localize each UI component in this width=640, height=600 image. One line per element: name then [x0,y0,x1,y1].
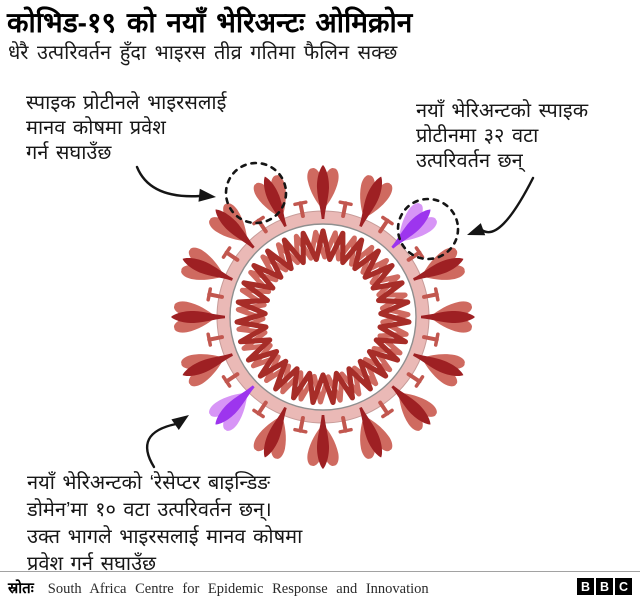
bbc-logo-letter: B [596,578,613,595]
annotation-line: उत्परिवर्तन छन् [416,150,523,172]
spike-protein [359,175,393,227]
bbc-logo: B B C [577,578,632,595]
spike-protein [421,301,475,333]
membrane-pin [338,416,353,434]
annotation-line: प्रोटीनमा ३२ वटा [416,125,539,147]
annotation-line: गर्न सघाउँछ [26,142,112,164]
membrane-pin [378,400,394,419]
membrane-pin [406,246,425,262]
footer-divider [0,571,640,572]
spike-protein [391,385,437,431]
source-text: South Africa Centre for Epidemic Respons… [47,581,429,597]
membrane-pin [378,215,394,234]
annotation-line: स्पाइक प्रोटीनले भाइरसलाई [26,92,227,114]
annotation-line: मानव कोषमा प्रवेश [26,117,166,139]
membrane-pin [338,200,353,218]
spike-protein [253,407,287,459]
mutated-spike-protein [209,385,255,431]
annotation-receptor-binding: नयाँ भेरिअन्टको ‘रेसेप्टर बाइन्डिङ डोमेन… [27,470,302,578]
membrane-pin [206,332,224,347]
spike-protein [209,203,255,249]
membrane-pin [252,400,268,419]
page-subtitle: धेरै उत्परिवर्तन हुँदा भाइरस तीव्र गतिमा… [8,42,398,64]
membrane-pin [422,287,440,302]
spike-protein [307,165,339,219]
annotation-line: प्रवेश गर्न सघाउँछ [27,553,157,575]
annotation-line: डोमेन’मा १० वटा उत्परिवर्तन छन्। [27,499,272,521]
spike-protein [181,247,233,281]
source-label: स्रोतः [8,581,34,597]
annotation-variant-spike: नयाँ भेरिअन्टको स्पाइक प्रोटीनमा ३२ वटा … [416,99,588,174]
annotation-line: नयाँ भेरिअन्टको ‘रेसेप्टर बाइन्डिङ [27,472,271,494]
rna-coil-highlight [235,229,411,405]
annotation-line: उक्त भागले भाइरसलाई मानव कोषमा [27,526,303,548]
bbc-logo-letter: C [615,578,632,595]
spike-protein [181,353,233,387]
membrane-pin [293,416,308,434]
annotation-arrow-receptor [145,415,189,469]
spike-protein [413,353,465,387]
spike-protein [171,301,225,333]
bbc-logo-letter: B [577,578,594,595]
spike-protein [307,415,339,469]
annotation-arrow-spike [135,165,216,202]
membrane-pin [293,200,308,218]
rna-coil [234,228,412,405]
source-credit: स्रोतः South Africa Centre for Epidemic R… [8,578,429,598]
membrane-pin [422,332,440,347]
page-title: कोभिड-१९ को नयाँ भेरिअन्टः ओमिक्रोन [7,7,413,38]
spike-protein [359,407,393,459]
membrane-pin [221,246,240,262]
spike-protein [413,247,465,281]
annotation-arrow-variant-spike [467,176,535,236]
dashed-highlight-circle-mutant-spike [396,197,460,261]
mutated-spike-protein [391,203,437,249]
annotation-line: नयाँ भेरिअन्टको स्पाइक [416,100,589,122]
coronavirus-particle [171,165,475,469]
membrane-pin [206,287,224,302]
membrane-inner-edge [229,223,417,411]
dashed-highlight-circle-spike [224,161,288,225]
membrane-pin [406,372,425,388]
membrane-pin [221,372,240,388]
annotation-spike-protein: स्पाइक प्रोटीनले भाइरसलाई मानव कोषमा प्र… [26,91,226,166]
